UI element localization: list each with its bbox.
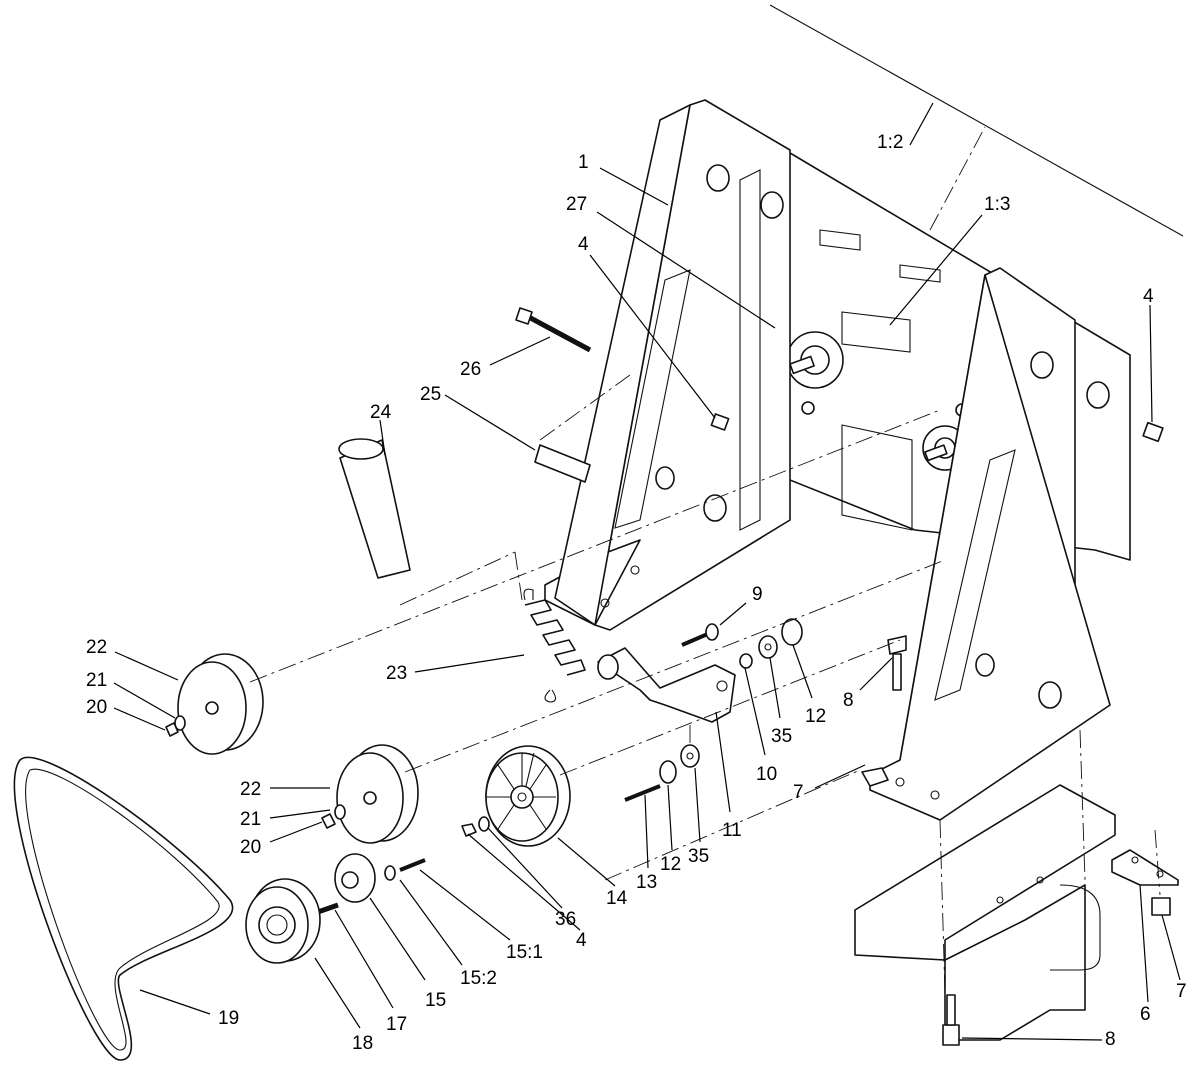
callout-4-right: 4 <box>1143 286 1154 307</box>
callout-1-3: 1:3 <box>984 194 1010 215</box>
left-upright-frame <box>544 99 791 631</box>
callout-17: 17 <box>386 1014 407 1035</box>
callout-4-lower: 4 <box>576 930 587 951</box>
callout-22-lower: 22 <box>240 779 261 800</box>
idler-arm <box>597 618 803 802</box>
callout-15-2: 15:2 <box>460 968 497 989</box>
callout-22-upper: 22 <box>86 637 107 658</box>
callout-24: 24 <box>370 402 392 423</box>
lower-bracket <box>854 784 1116 1041</box>
callout-7-left: 7 <box>793 782 804 803</box>
callout-27: 27 <box>566 194 587 215</box>
idler-pulley <box>485 745 571 847</box>
spacer-parts <box>338 307 592 579</box>
callout-19: 19 <box>218 1008 239 1029</box>
callout-1: 1 <box>578 152 589 173</box>
callout-11: 11 <box>722 820 742 841</box>
small-bracket <box>1111 849 1179 886</box>
drive-hub <box>245 853 426 964</box>
callout-4-upper: 4 <box>578 234 589 255</box>
callout-18: 18 <box>352 1033 373 1054</box>
callout-20-lower: 20 <box>240 837 261 858</box>
callout-21-lower: 21 <box>240 809 261 830</box>
callout-36: 36 <box>555 909 576 930</box>
callout-labels: 1 1:2 1:3 27 4 4 26 25 24 9 8 22 21 20 2… <box>86 132 1187 1054</box>
callout-9: 9 <box>752 584 763 605</box>
callout-12-upper: 12 <box>805 706 826 727</box>
callout-8-upper: 8 <box>843 690 854 711</box>
callout-15-1: 15:1 <box>506 942 543 963</box>
callout-6: 6 <box>1140 1004 1151 1025</box>
upper-pulley <box>165 653 264 755</box>
callout-7-right: 7 <box>1176 981 1187 1002</box>
right-upright-frame <box>869 267 1111 821</box>
callout-1-2: 1:2 <box>877 132 903 153</box>
callout-26: 26 <box>460 359 481 380</box>
idler-fasteners <box>461 816 490 837</box>
callout-35-lower: 35 <box>688 846 709 867</box>
callout-12-lower: 12 <box>660 854 681 875</box>
frame-fasteners <box>710 413 1171 1046</box>
callout-25: 25 <box>420 384 441 405</box>
callout-15: 15 <box>425 990 446 1011</box>
callout-23: 23 <box>386 663 407 684</box>
reference-edge <box>769 4 1184 237</box>
lower-pulley <box>321 744 419 844</box>
callout-13: 13 <box>636 872 657 893</box>
callout-8-lower: 8 <box>1105 1029 1116 1050</box>
leader-lines <box>113 102 1181 1041</box>
callout-10: 10 <box>756 764 777 785</box>
v-belt <box>13 756 234 1061</box>
callout-20-upper: 20 <box>86 697 107 718</box>
callout-35-upper: 35 <box>771 726 792 747</box>
tension-spring <box>523 588 586 703</box>
callout-21-upper: 21 <box>86 670 107 691</box>
callout-14: 14 <box>606 888 628 909</box>
